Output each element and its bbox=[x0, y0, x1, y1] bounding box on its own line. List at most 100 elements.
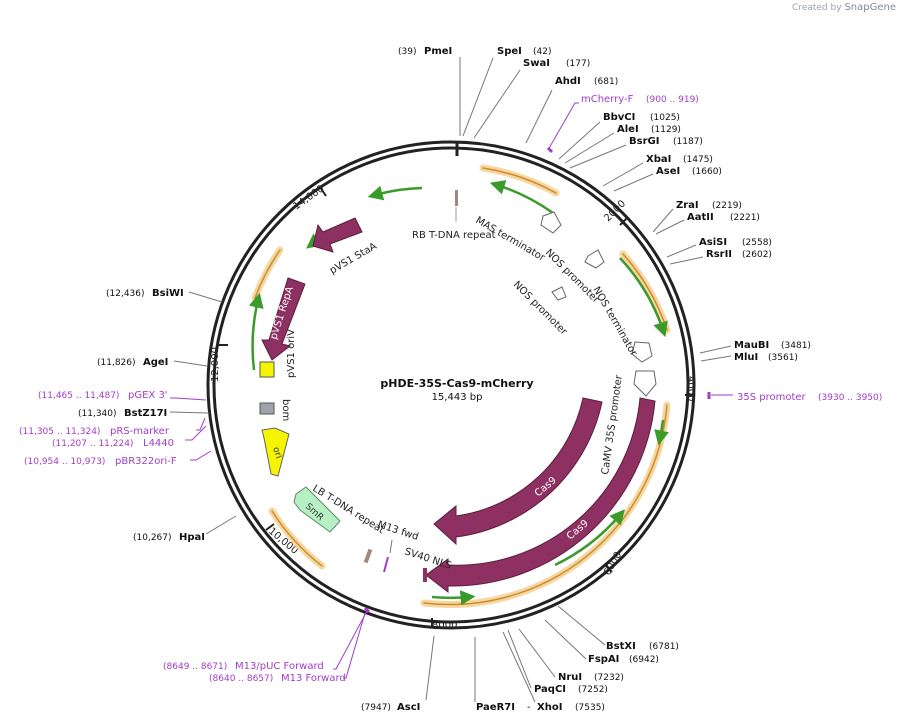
sv40-nls-box bbox=[423, 568, 427, 582]
site-name: AhdI bbox=[555, 76, 581, 87]
site-name: PaeR7I bbox=[476, 702, 515, 713]
site-name: FspAI bbox=[588, 654, 619, 665]
green-arrow bbox=[489, 180, 554, 215]
primer-leader-lines bbox=[170, 102, 733, 679]
site-position: (12,436) bbox=[106, 289, 145, 299]
rb-tdna-repeat-label: RB T-DNA repeat bbox=[412, 230, 496, 241]
primer-name: M13 Forward bbox=[281, 673, 346, 684]
tick-label: 12,000 bbox=[210, 347, 221, 382]
ori-arrow bbox=[261, 427, 290, 477]
site-name: SwaI bbox=[523, 58, 550, 69]
site-name: BbvCI bbox=[603, 112, 635, 123]
site-position: (11,826) bbox=[97, 358, 136, 368]
green-arrow bbox=[431, 590, 476, 606]
primer-name: L4440 bbox=[143, 438, 174, 449]
pvs1-oriv-label: pVS1 oriV bbox=[286, 329, 297, 378]
cas9-arrows: Cas9 Cas9 bbox=[425, 397, 656, 594]
site-name: SpeI bbox=[497, 46, 522, 57]
lb-tdna-repeat-box bbox=[363, 548, 373, 564]
site-name: MluI bbox=[734, 352, 758, 363]
credit-prefix: Created by bbox=[792, 3, 842, 13]
green-arrow bbox=[554, 509, 625, 567]
site-position: (1025) bbox=[650, 113, 680, 123]
pvs1-staa-label: pVS1 StaA bbox=[328, 241, 379, 277]
green-arrow bbox=[248, 292, 264, 371]
primer-range: (8640 .. 8657) bbox=[209, 674, 273, 684]
cas9-outer-arrow bbox=[425, 397, 656, 594]
site-position: (10,267) bbox=[133, 533, 172, 543]
primer-name: pBR322ori-F bbox=[115, 456, 177, 467]
site-position: (6942) bbox=[629, 655, 659, 665]
tick-mark bbox=[319, 186, 327, 197]
site-position: (1475) bbox=[683, 155, 713, 165]
site-separator: - bbox=[527, 702, 531, 713]
site-name: RsrII bbox=[706, 249, 732, 260]
site-position: (2602) bbox=[742, 250, 772, 260]
m13-fwd-tick bbox=[389, 539, 393, 554]
primer-range: (11,305 .. 11,324) bbox=[19, 427, 100, 437]
site-name: PaqCI bbox=[534, 684, 566, 695]
primer-name: mCherry-F bbox=[581, 94, 634, 105]
cas9-inner-arrow bbox=[433, 397, 603, 546]
site-name: PmeI bbox=[424, 46, 452, 57]
green-arrow bbox=[367, 185, 423, 201]
site-name: AseI bbox=[656, 166, 680, 177]
site-name: AgeI bbox=[143, 357, 168, 368]
site-name: NruI bbox=[558, 672, 582, 683]
site-position: (3481) bbox=[781, 341, 811, 351]
primer-range: (3930 .. 3950) bbox=[818, 393, 882, 403]
site-position: (6781) bbox=[649, 642, 679, 652]
primer-range: (8649 .. 8671) bbox=[163, 662, 227, 672]
tick-mark bbox=[619, 217, 628, 226]
site-name: BsrGI bbox=[629, 136, 659, 147]
site-position: (2219) bbox=[712, 201, 742, 211]
left-features: pVS1 RepA ori SmR bbox=[259, 190, 657, 582]
site-name: AscI bbox=[397, 702, 420, 713]
primer-name: pRS-marker bbox=[110, 426, 170, 437]
site-name: AsiSI bbox=[699, 237, 727, 248]
tick-mark bbox=[604, 564, 613, 573]
site-position: (7947) bbox=[361, 703, 391, 713]
site-position: (1129) bbox=[651, 125, 681, 135]
site-position: (11,340) bbox=[78, 409, 117, 419]
primer-labels: mCherry-F (900 .. 919) 35S promoter (393… bbox=[19, 94, 882, 684]
site-position: (3561) bbox=[768, 353, 798, 363]
ori-label: ori bbox=[270, 446, 283, 460]
plasmid-length: 15,443 bp bbox=[432, 392, 483, 403]
primer-range: (11,207 .. 11,224) bbox=[52, 439, 133, 449]
site-position: (1660) bbox=[692, 167, 722, 177]
primer-name: pGEX 3' bbox=[128, 390, 168, 401]
site-name: AatII bbox=[687, 212, 714, 223]
primer-name: M13/pUC Forward bbox=[235, 661, 324, 672]
pvs1-repa-arrow bbox=[261, 277, 306, 361]
tick-label: 8000 bbox=[432, 620, 457, 631]
nos-terminator-arrow bbox=[631, 341, 653, 363]
mas-terminator-arrow bbox=[540, 211, 562, 234]
nos-terminator-label: NOS terminator bbox=[590, 285, 639, 359]
site-position: (1187) bbox=[673, 137, 703, 147]
site-name: XbaI bbox=[646, 154, 671, 165]
site-position: (39) bbox=[398, 47, 416, 57]
site-position: (2558) bbox=[742, 238, 772, 248]
tick-label: 4000 bbox=[685, 376, 696, 401]
site-name: ZraI bbox=[676, 200, 699, 211]
camv-35s-promoter-label: CaMV 35S promoter bbox=[600, 374, 625, 476]
site-name: BsiWI bbox=[152, 288, 184, 299]
site-position: (177) bbox=[566, 59, 590, 69]
primer-range: (11,465 .. 11,487) bbox=[38, 391, 119, 401]
smr-arrow bbox=[293, 486, 341, 533]
green-arrow bbox=[619, 257, 668, 338]
backbone bbox=[206, 140, 696, 630]
site-leader-lines bbox=[169, 57, 732, 703]
green-arrow bbox=[654, 419, 669, 446]
snapgene-credit: Created by SnapGene bbox=[792, 2, 896, 13]
site-name: HpaI bbox=[179, 532, 205, 543]
sv40-nls-label: SV40 NLS bbox=[403, 546, 453, 571]
site-position: (42) bbox=[533, 47, 551, 57]
primer-name: 35S promoter bbox=[737, 392, 807, 403]
site-position: (7252) bbox=[578, 685, 608, 695]
bom-box bbox=[259, 402, 275, 415]
bom-label: bom bbox=[280, 399, 291, 421]
nos-promoter-arrow bbox=[584, 249, 605, 269]
